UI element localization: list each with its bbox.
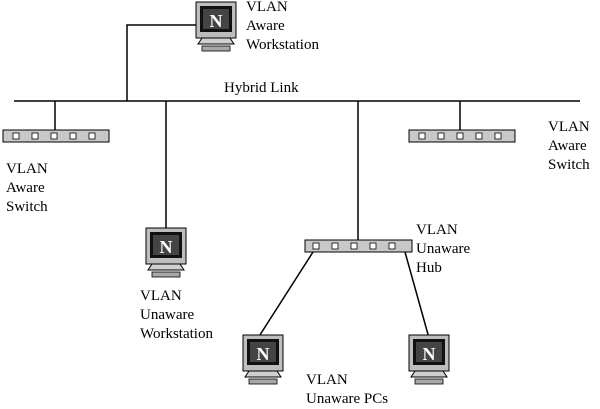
label-line: Workstation <box>246 37 319 53</box>
label-unaware-workstation: VLAN Unaware Workstation <box>140 287 213 344</box>
computer-icon-letter: N <box>210 11 223 31</box>
label-unaware-hub: VLAN Unaware Hub <box>416 221 470 278</box>
label-unaware-pcs: VLAN Unaware PCs <box>306 371 388 409</box>
computer-icon-letter: N <box>423 344 436 364</box>
label-line: Switch <box>6 199 48 215</box>
link-aware-workstation <box>126 24 196 101</box>
label-line: Aware <box>246 18 285 34</box>
aware-switch-right <box>408 129 516 143</box>
label-line: Unaware <box>140 307 195 323</box>
computer-icon-letter: N <box>257 344 270 364</box>
label-line: Workstation <box>140 326 213 342</box>
label-line: Switch <box>548 157 590 173</box>
link-hub-pc-right <box>404 251 430 339</box>
label-line: Aware <box>548 138 587 154</box>
links <box>14 24 580 339</box>
label-line: VLAN <box>548 119 590 135</box>
unaware-pc-left-computer-icon: N <box>242 334 284 385</box>
label-hybrid-link: Hybrid Link <box>224 79 299 98</box>
aware-switch-left <box>2 129 110 143</box>
label-line: Hybrid Link <box>224 80 299 96</box>
label-aware-workstation: VLAN Aware Workstation <box>246 0 319 55</box>
label-aware-switch-left: VLAN Aware Switch <box>6 160 48 217</box>
label-line: Hub <box>416 260 442 276</box>
label-line: VLAN <box>416 222 458 238</box>
computer-icon-letter: N <box>160 237 173 257</box>
label-aware-switch-right: VLAN Aware Switch <box>548 118 590 175</box>
link-hub-pc-left <box>257 251 314 339</box>
unaware-pc-right-computer-icon: N <box>408 334 450 385</box>
label-line: VLAN <box>306 372 348 388</box>
label-line: Unaware PCs <box>306 391 389 407</box>
aware-workstation-computer-icon: N <box>195 1 237 52</box>
label-line: VLAN <box>246 0 288 15</box>
label-line: Aware <box>6 180 45 196</box>
unaware-hub <box>304 239 413 253</box>
unaware-workstation-computer-icon: N <box>145 227 187 278</box>
label-line: Unaware <box>416 241 471 257</box>
label-line: VLAN <box>140 288 182 304</box>
label-line: VLAN <box>6 161 48 177</box>
